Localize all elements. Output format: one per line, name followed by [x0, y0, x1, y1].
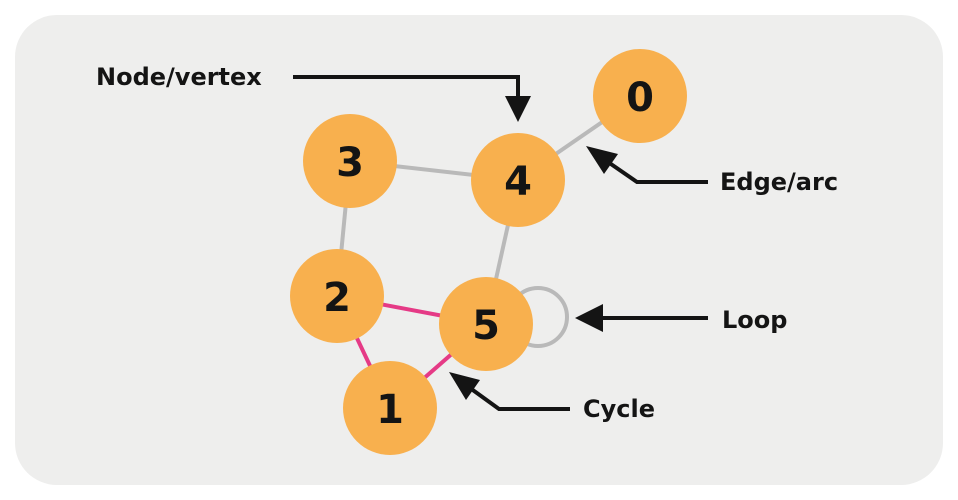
node-0-circle: [593, 49, 687, 143]
annotation-node-vertex: Node/vertex: [96, 63, 531, 122]
node-2: 2: [290, 249, 384, 343]
node-4-label: 4: [504, 159, 532, 205]
node-2-circle: [290, 249, 384, 343]
annotation-loop-label: Loop: [722, 306, 787, 334]
arrow-up-left-icon: [586, 146, 618, 174]
annotation-node-label: Node/vertex: [96, 63, 262, 91]
node-0-label: 0: [626, 75, 654, 121]
annotation-edge-label: Edge/arc: [720, 168, 838, 196]
node-3: 3: [303, 114, 397, 208]
annotation-cycle-arrow-line: [468, 386, 570, 411]
node-0: 0: [593, 49, 687, 143]
annotation-node-arrow-line: [293, 75, 520, 98]
node-3-circle: [303, 114, 397, 208]
annotation-cycle-label: Cycle: [583, 395, 655, 423]
annotation-cycle: Cycle: [449, 372, 655, 423]
node-1: 1: [343, 361, 437, 455]
node-4: 4: [471, 133, 565, 227]
annotation-loop: Loop: [575, 304, 787, 334]
node-3-label: 3: [336, 140, 364, 186]
node-2-label: 2: [323, 275, 351, 321]
arrow-left-icon: [575, 304, 603, 332]
node-4-circle: [471, 133, 565, 227]
annotation-edge-arrow-line: [606, 160, 708, 184]
nodes-layer: 0 3 4 2 5 1: [290, 49, 687, 455]
node-5-circle: [439, 277, 533, 371]
diagram-background: [15, 15, 943, 485]
node-1-label: 1: [376, 387, 404, 433]
annotation-edge-arc: Edge/arc: [586, 146, 838, 196]
node-5: 5: [439, 277, 533, 371]
arrow-down-icon: [505, 96, 531, 122]
node-1-circle: [343, 361, 437, 455]
arrow-up-left-icon: [449, 372, 480, 400]
node-5-label: 5: [472, 303, 500, 349]
annotations-layer: Node/vertex Edge/arc Loop Cycle: [96, 63, 838, 423]
